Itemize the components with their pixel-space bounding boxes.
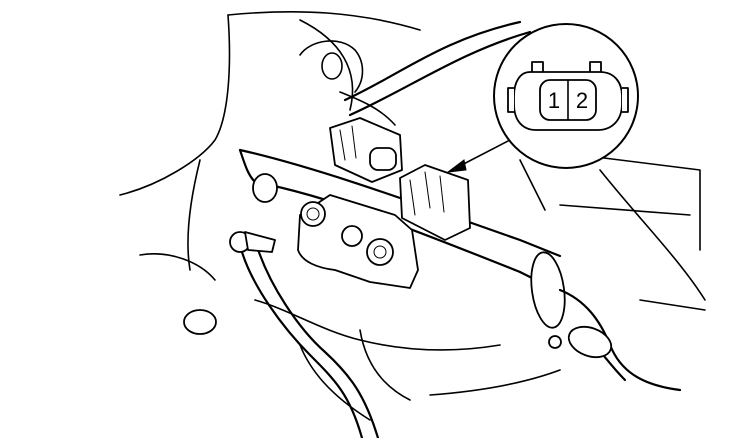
bracket-bolt-right — [366, 238, 394, 266]
connector-target — [399, 164, 471, 241]
harness-mounting-bracket — [297, 194, 419, 289]
upper-bracket — [299, 40, 396, 126]
upper-hose — [343, 20, 532, 117]
bracket-bolt-center — [341, 225, 363, 247]
side-bolts — [183, 173, 562, 349]
callout-arrow — [446, 139, 511, 173]
wiring-harness — [238, 148, 566, 329]
pin-1-label: 1 — [548, 88, 560, 113]
pin-2-label: 2 — [576, 88, 588, 113]
connector-face-callout: 1 2 — [493, 23, 639, 169]
lower-right-hose — [558, 288, 682, 392]
connector-small — [329, 117, 403, 183]
bracket-bolt-left — [300, 201, 326, 227]
ground-cable — [229, 231, 380, 440]
